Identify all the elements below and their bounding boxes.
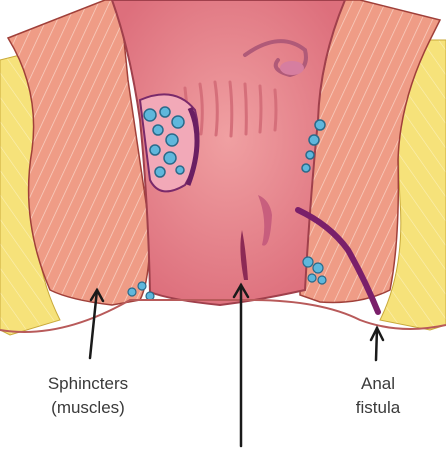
sphincters-label-line2: (muscles) (28, 396, 148, 420)
fistula-label-line1: Anal (338, 372, 418, 396)
fistula-label-line2: fistula (338, 396, 418, 420)
rectal-bulge (280, 61, 304, 75)
arrow-center (234, 285, 248, 446)
sphincters-label: Sphincters (muscles) (28, 372, 148, 420)
sphincters-label-line1: Sphincters (28, 372, 148, 396)
fistula-label: Anal fistula (338, 372, 418, 420)
arrow-fistula (371, 328, 383, 360)
gland-cluster-left (140, 94, 198, 191)
